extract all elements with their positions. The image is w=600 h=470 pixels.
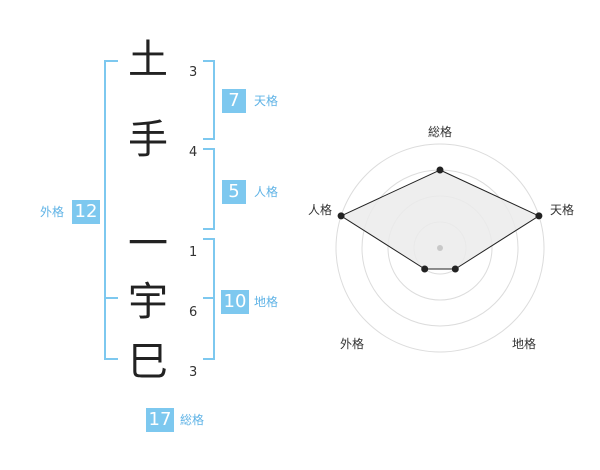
radar-ring-4 bbox=[335, 143, 545, 353]
stroke-count-1: 3 bbox=[189, 65, 198, 80]
radar-point-5 bbox=[337, 212, 345, 220]
soukaku-label: 総格 bbox=[180, 413, 205, 427]
radar-data-polygon bbox=[340, 169, 540, 270]
tenkaku-bracket bbox=[203, 60, 215, 140]
jinkaku-value: 5 bbox=[222, 180, 246, 204]
radar-point-2 bbox=[535, 212, 543, 220]
radar-point-4 bbox=[421, 265, 429, 273]
radar-point-1 bbox=[436, 166, 444, 174]
stroke-count-4: 6 bbox=[189, 305, 198, 320]
chikaku-value: 10 bbox=[221, 290, 249, 314]
chikaku-bracket bbox=[203, 238, 215, 360]
chikaku-bracket-tick bbox=[203, 297, 215, 299]
name-char-4: 宇 bbox=[128, 279, 168, 325]
radar-label-soukaku: 総格 bbox=[428, 125, 453, 139]
radar-center-dot bbox=[437, 245, 443, 251]
radar-label-chikaku: 地格 bbox=[512, 337, 537, 351]
stroke-count-2: 4 bbox=[189, 145, 198, 160]
name-char-2: 手 bbox=[128, 117, 168, 163]
radar-label-jinkaku: 人格 bbox=[308, 203, 333, 217]
stroke-count-5: 3 bbox=[189, 365, 198, 380]
chikaku-label: 地格 bbox=[254, 295, 279, 309]
radar-label-gaikaku: 外格 bbox=[340, 337, 365, 351]
radar-point-3 bbox=[451, 265, 459, 273]
name-char-1: 土 bbox=[128, 37, 168, 83]
tenkaku-label: 天格 bbox=[254, 94, 279, 108]
gaikaku-label: 外格 bbox=[40, 205, 65, 219]
gaikaku-value: 12 bbox=[72, 200, 100, 224]
name-char-3: 一 bbox=[128, 221, 168, 267]
gaikaku-bracket bbox=[104, 60, 118, 360]
tenkaku-value: 7 bbox=[222, 89, 246, 113]
stroke-count-3: 1 bbox=[189, 245, 198, 260]
gaikaku-bracket-tick bbox=[104, 297, 118, 299]
name-char-5: 巳 bbox=[128, 339, 168, 385]
radar-label-tenkaku: 天格 bbox=[550, 203, 575, 217]
jinkaku-bracket bbox=[203, 148, 215, 230]
jinkaku-label: 人格 bbox=[254, 185, 279, 199]
soukaku-value: 17 bbox=[146, 408, 174, 432]
